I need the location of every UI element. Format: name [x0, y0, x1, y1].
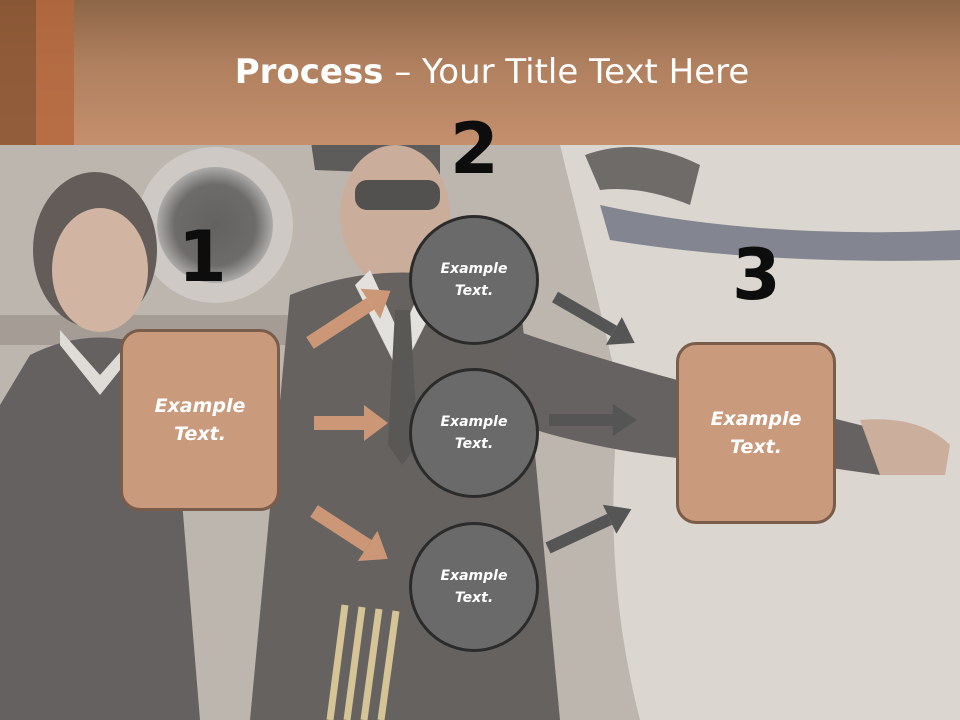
circle-middle-text: Example Text.	[440, 413, 508, 452]
circle-top-text: Example Text.	[440, 260, 508, 299]
start-box-text: Example Text.	[154, 394, 246, 446]
circle-top[interactable]: Example Text.	[409, 215, 539, 345]
end-box-text: Example Text.	[710, 407, 802, 459]
start-box[interactable]: Example Text.	[120, 329, 280, 511]
circle-bottom[interactable]: Example Text.	[409, 522, 539, 652]
decorative-bar	[36, 0, 74, 145]
title-bold: Process	[234, 52, 384, 92]
decorative-bar	[0, 0, 36, 145]
circle-middle[interactable]: Example Text.	[409, 368, 539, 498]
circle-bottom-text: Example Text.	[440, 567, 508, 606]
step-number-2[interactable]: 2	[450, 108, 499, 190]
slide-title[interactable]: Process – Your Title Text Here	[0, 52, 960, 92]
step-number-3[interactable]: 3	[732, 234, 781, 316]
title-rest: – Your Title Text Here	[383, 52, 750, 92]
end-box[interactable]: Example Text.	[676, 342, 836, 524]
step-number-1[interactable]: 1	[178, 216, 227, 298]
title-band	[0, 0, 960, 145]
